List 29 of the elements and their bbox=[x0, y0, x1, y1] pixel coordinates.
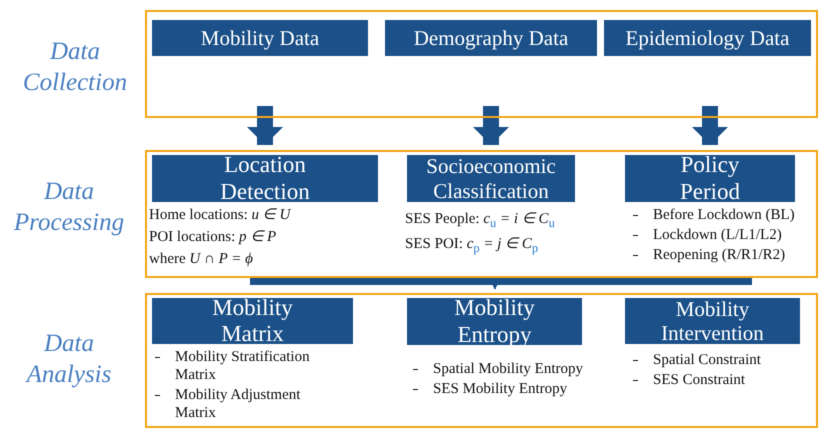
bullet-item: SES Constraint bbox=[627, 371, 817, 389]
step-header: Mobility Entropy bbox=[407, 298, 582, 345]
formula-text: SES POI: c$_{p}$ = j ∈ C$_{p}$ bbox=[405, 235, 540, 256]
stage-label: Data Processing bbox=[12, 177, 126, 238]
stage-label: Data Analysis bbox=[24, 329, 112, 390]
step-header: Mobility Intervention bbox=[625, 298, 800, 344]
formula-text: SES People: c$_{u}$ = i ∈ C$_{u}$ bbox=[405, 210, 556, 231]
bullet-item: SES Mobility Entropy bbox=[407, 380, 627, 398]
step-header: Mobility Data bbox=[152, 20, 368, 56]
bullet-item: Mobility Adjustment Matrix bbox=[149, 386, 324, 422]
bullet-item: Reopening (R/R1/R2) bbox=[627, 246, 827, 264]
stage-panel bbox=[145, 150, 818, 278]
formula-text: Home locations: u ∈ U bbox=[149, 206, 292, 224]
step-header: Epidemiology Data bbox=[604, 20, 811, 56]
formula-text: POI locations: p ∈ P bbox=[149, 228, 278, 246]
formula-text: where U ∩ P = ϕ bbox=[149, 250, 254, 268]
bullet-item: Spatial Mobility Entropy bbox=[407, 360, 627, 378]
bullet-item: Before Lockdown (BL) bbox=[627, 206, 827, 224]
stage-panel bbox=[145, 10, 818, 118]
step-header: Policy Period bbox=[625, 155, 795, 202]
bullet-item: Spatial Constraint bbox=[627, 351, 817, 369]
step-header: Socioeconomic Classification bbox=[407, 155, 575, 202]
stage-label: Data Collection bbox=[22, 37, 128, 98]
step-header: Demography Data bbox=[385, 20, 597, 56]
step-header: Mobility Matrix bbox=[152, 298, 353, 344]
bullet-item: Lockdown (L/L1/L2) bbox=[627, 226, 827, 244]
step-header: Location Detection bbox=[152, 155, 378, 202]
bullet-item: Mobility Stratification Matrix bbox=[149, 348, 324, 384]
stage-panel bbox=[145, 293, 818, 428]
